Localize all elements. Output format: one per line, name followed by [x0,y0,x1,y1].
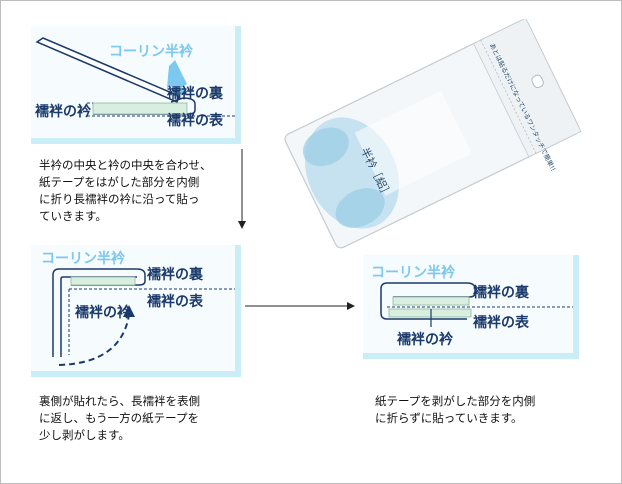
step3-panel: コーリン半衿 襦袢の衿 襦袢の裏 襦袢の表 [363,255,579,359]
product-package: 半衿［絽］ あとは貼るだけになっているワンタッチで簡単!! [284,19,582,249]
tape-shape [70,276,136,286]
step2-caption: 裏側が貼れたら、長襦袢を表側 に返し、もう一方の紙テープを 少し剥がします。 [39,394,200,442]
collar-strip-label: コーリン半衿 [41,250,126,267]
step3-illustration: コーリン半衿 襦袢の衿 襦袢の裏 襦袢の表 [371,264,573,348]
juban-collar-label: 襦袢の衿 [35,103,92,120]
juban-front-label: 襦袢の表 [473,314,530,331]
collar-strip-label: コーリン半衿 [371,264,456,281]
juban-back-label: 襦袢の裏 [473,284,530,301]
fold-hook-shape [71,268,146,286]
juban-front-label: 襦袢の表 [167,112,224,129]
step3-caption: 紙テープを剥がした部分を内側 に折らずに貼っていきます。 [375,394,536,425]
step1-panel: コーリン半衿 襦袢の衿 襦袢の裏 襦袢の表 [31,26,241,144]
tape-shape [92,102,188,115]
step2-panel: コーリン半衿 襦袢の衿 襦袢の裏 襦袢の表 [31,245,241,377]
hang-hole [531,74,544,89]
fold-hook-shape [93,97,196,115]
collar-strip-label: コーリン半衿 [109,43,194,60]
wrap-shape [380,282,467,320]
juban-back-label: 襦袢の裏 [147,266,204,283]
step1-illustration: コーリン半衿 襦袢の衿 襦袢の裏 襦袢の表 [35,37,237,129]
collar-strip-shape [35,37,180,104]
juban-back-label: 襦袢の裏 [167,85,224,102]
tape-shape [392,296,470,306]
juban-collar-label: 襦袢の衿 [397,331,454,348]
pointer-arrow [167,60,187,98]
right-arrow [245,302,355,310]
down-arrow [238,149,246,229]
juban-collar-label: 襦袢の衿 [75,304,132,321]
juban-front-label: 襦袢の表 [147,293,204,310]
turn-over-arrow [58,314,130,366]
step2-illustration: コーリン半衿 襦袢の衿 襦袢の裏 襦袢の表 [41,250,237,366]
step1-caption: 半衿の中央と衿の中央を合わせ、 紙テープをはがした部分を内側 に折り長襦袢の衿に… [39,158,212,223]
